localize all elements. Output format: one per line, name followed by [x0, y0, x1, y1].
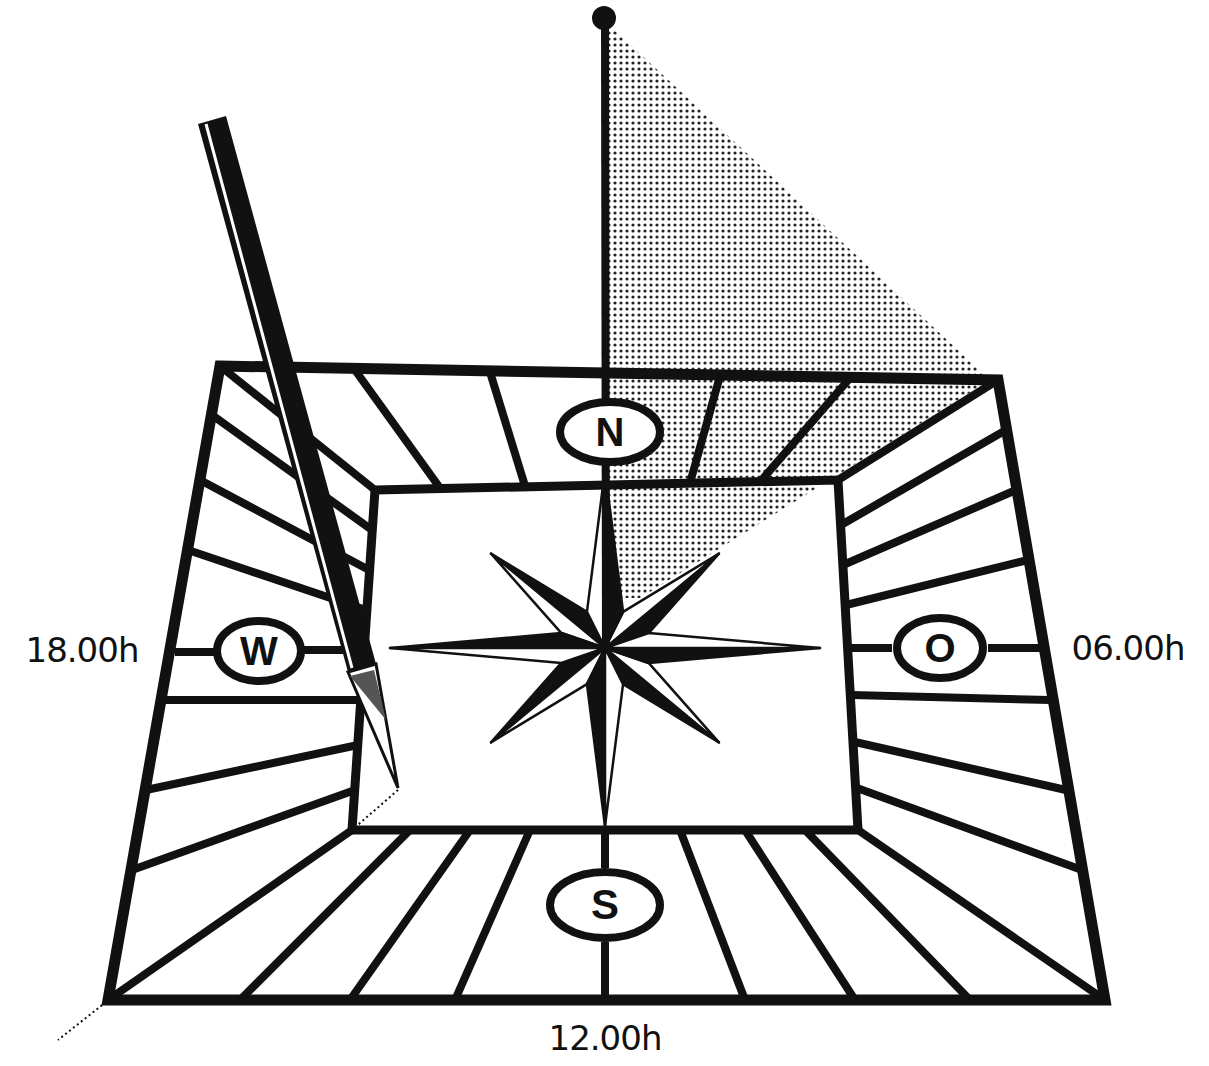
compass-letter-circle: S	[546, 868, 664, 942]
direction-letter: W	[240, 631, 278, 671]
time-label: 18.00h	[26, 633, 139, 667]
compass-letter-circle: N	[556, 398, 664, 466]
direction-letter: O	[924, 628, 955, 668]
compass-letter-circle: O	[893, 614, 987, 682]
direction-letter: S	[591, 884, 619, 926]
direction-letter: N	[596, 412, 625, 452]
time-label: 12.00h	[549, 1021, 662, 1055]
time-label: 06.00h	[1072, 631, 1185, 665]
compass-letter-circle: W	[213, 617, 305, 685]
